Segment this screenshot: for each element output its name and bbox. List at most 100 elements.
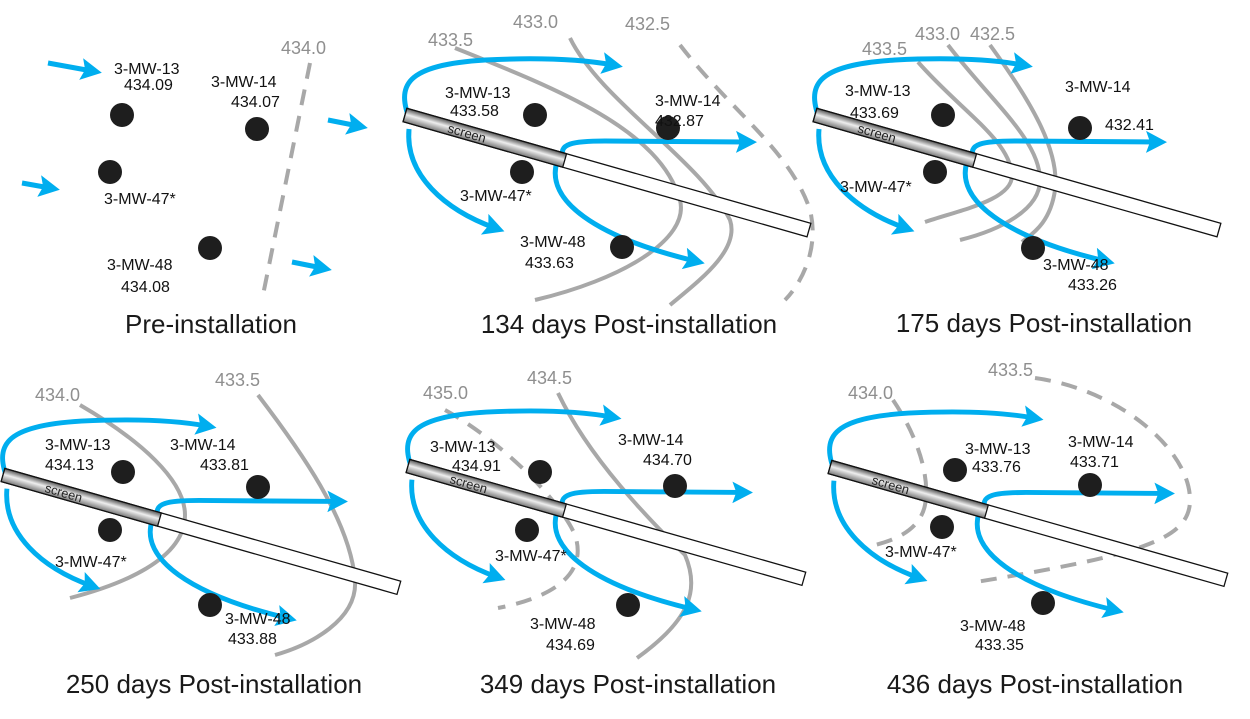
contour-label: 434.5 bbox=[527, 368, 572, 388]
well-mw48 bbox=[198, 236, 222, 260]
contour-line bbox=[260, 62, 312, 301]
flow-arrow bbox=[21, 175, 60, 197]
contour-label: 433.0 bbox=[915, 24, 960, 44]
well-value: 433.35 bbox=[975, 637, 1024, 654]
contour-line bbox=[874, 398, 929, 547]
well-label: 3-MW-47* bbox=[104, 191, 176, 208]
contour-line bbox=[678, 43, 815, 302]
well-label: 3-MW-48 bbox=[1043, 257, 1109, 274]
well-value: 432.87 bbox=[655, 113, 704, 130]
well-mw47 bbox=[515, 518, 539, 542]
contour-label: 433.5 bbox=[862, 39, 907, 59]
well-label: 3-MW-13 bbox=[45, 437, 111, 454]
well-label: 3-MW-47* bbox=[55, 554, 127, 571]
well-mw48 bbox=[610, 235, 634, 259]
well-mw14 bbox=[1078, 473, 1102, 497]
panel-250-days: 434.0 433.5 screen 3-MW-13 434.13 3-MW-1… bbox=[1, 370, 401, 699]
well-value: 433.81 bbox=[200, 457, 249, 474]
well-value: 434.70 bbox=[643, 452, 692, 469]
well-label: 3-MW-48 bbox=[225, 611, 291, 628]
contour-label: 433.0 bbox=[513, 12, 558, 32]
well-label: 3-MW-14 bbox=[655, 93, 721, 110]
well-mw13 bbox=[110, 103, 134, 127]
panel-436-days: 434.0 433.5 screen 3-MW-13 433.76 3-MW-1… bbox=[828, 360, 1228, 699]
well-value: 433.76 bbox=[972, 459, 1021, 476]
well-mw14 bbox=[1068, 116, 1092, 140]
contour-label: 433.5 bbox=[988, 360, 1033, 380]
well-value: 433.88 bbox=[228, 631, 277, 648]
well-label: 3-MW-48 bbox=[960, 618, 1026, 635]
screen-label: screen bbox=[43, 480, 84, 505]
well-mw47 bbox=[510, 160, 534, 184]
well-mw48 bbox=[1021, 236, 1045, 260]
panel-title: 436 days Post-installation bbox=[887, 669, 1183, 699]
well-label: 3-MW-14 bbox=[618, 432, 684, 449]
well-mw48 bbox=[616, 593, 640, 617]
well-label: 3-MW-47* bbox=[885, 544, 957, 561]
contour-label: 433.5 bbox=[428, 30, 473, 50]
contour-label: 433.5 bbox=[215, 370, 260, 390]
well-mw13 bbox=[111, 460, 135, 484]
well-mw14 bbox=[656, 116, 680, 140]
well-value: 433.26 bbox=[1068, 277, 1117, 294]
well-label: 3-MW-14 bbox=[1065, 79, 1131, 96]
contour-label: 435.0 bbox=[423, 383, 468, 403]
panel-175-days: 433.5 433.0 432.5 screen 3-MW-13 433.69 … bbox=[813, 24, 1221, 338]
well-label: 3-MW-13 bbox=[430, 439, 496, 456]
well-mw47 bbox=[98, 518, 122, 542]
well-value: 434.91 bbox=[452, 458, 501, 475]
well-label: 3-MW-13 bbox=[965, 441, 1031, 458]
well-mw48 bbox=[1031, 591, 1055, 615]
well-label: 3-MW-13 bbox=[114, 61, 180, 78]
flow-arrow bbox=[291, 255, 332, 277]
well-mw14 bbox=[245, 117, 269, 141]
flow-arrow bbox=[327, 113, 368, 135]
well-label: 3-MW-13 bbox=[845, 83, 911, 100]
well-label: 3-MW-14 bbox=[1068, 434, 1134, 451]
well-label: 3-MW-47* bbox=[495, 548, 567, 565]
well-mw13 bbox=[528, 460, 552, 484]
contour-label: 432.5 bbox=[625, 14, 670, 34]
panel-title: 349 days Post-installation bbox=[480, 669, 776, 699]
well-label: 3-MW-13 bbox=[445, 85, 511, 102]
well-mw47 bbox=[930, 515, 954, 539]
well-label: 3-MW-48 bbox=[530, 616, 596, 633]
well-mw14 bbox=[246, 475, 270, 499]
panel-title: 175 days Post-installation bbox=[896, 308, 1192, 338]
flow-arrow bbox=[47, 58, 102, 80]
contour-label: 434.0 bbox=[35, 385, 80, 405]
well-value: 434.69 bbox=[546, 637, 595, 654]
well-label: 3-MW-48 bbox=[107, 257, 173, 274]
well-label: 3-MW-14 bbox=[170, 437, 236, 454]
panel-134-days: 433.5 433.0 432.5 screen 3-MW-13 433.58 … bbox=[403, 12, 815, 339]
well-value: 433.58 bbox=[450, 103, 499, 120]
well-mw13 bbox=[523, 103, 547, 127]
well-mw47 bbox=[98, 160, 122, 184]
well-label: 3-MW-47* bbox=[840, 179, 912, 196]
contour-line bbox=[69, 403, 188, 600]
panel-title: 134 days Post-installation bbox=[481, 309, 777, 339]
well-mw13 bbox=[943, 458, 967, 482]
well-label: 3-MW-47* bbox=[460, 188, 532, 205]
contour-line bbox=[444, 408, 580, 610]
panel-349-days: 435.0 434.5 screen 3-MW-13 434.91 3-MW-1… bbox=[406, 368, 806, 699]
well-value: 432.41 bbox=[1105, 117, 1154, 134]
panel-pre-installation: 434.0 3-MW-13 434.09 3-MW-14 434.07 3-MW… bbox=[21, 38, 368, 339]
contour-label: 432.5 bbox=[970, 24, 1015, 44]
contour-label: 434.0 bbox=[848, 383, 893, 403]
well-value: 434.09 bbox=[124, 77, 173, 94]
well-mw13 bbox=[931, 103, 955, 127]
contour-label: 434.0 bbox=[281, 38, 326, 58]
screen-label: screen bbox=[856, 121, 898, 146]
panel-title: Pre-installation bbox=[125, 309, 297, 339]
well-value: 434.07 bbox=[231, 94, 280, 111]
screen-label: screen bbox=[870, 472, 911, 497]
well-value: 434.13 bbox=[45, 457, 94, 474]
contour-line bbox=[969, 376, 1193, 585]
well-mw48 bbox=[198, 593, 222, 617]
well-value: 434.08 bbox=[121, 279, 170, 296]
well-mw47 bbox=[923, 160, 947, 184]
well-label: 3-MW-48 bbox=[520, 234, 586, 251]
well-value: 433.63 bbox=[525, 255, 574, 272]
